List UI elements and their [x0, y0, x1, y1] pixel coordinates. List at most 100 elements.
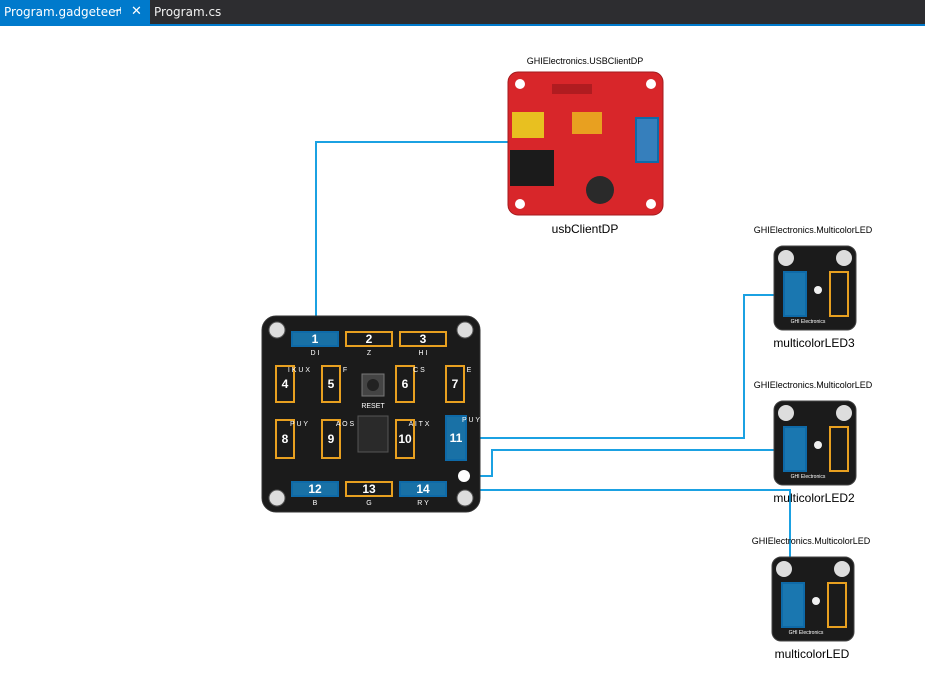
socket-type-code: Z — [367, 350, 372, 357]
mainboard-socket-2[interactable]: 2Z — [345, 331, 393, 357]
pin-icon[interactable]: ⊣ — [113, 6, 122, 17]
socket-number: 9 — [328, 432, 335, 446]
socket-outline — [345, 481, 393, 497]
socket-number: 10 — [398, 432, 412, 446]
socket-type-code: F — [343, 367, 347, 374]
socket-outline — [275, 419, 295, 459]
led-modules: GHIElectronics.MulticolorLED GHI Electron… — [752, 225, 873, 661]
socket-outline — [345, 331, 393, 347]
mount-hole — [776, 561, 792, 577]
processor-chip — [357, 415, 389, 453]
led-secondary-connector — [829, 271, 849, 317]
multicolor-led-module[interactable]: GHIElectronics.MulticolorLED GHI Electron… — [754, 380, 873, 505]
led-socket-connector[interactable] — [783, 271, 807, 317]
module-type-label: GHIElectronics.MulticolorLED — [752, 536, 871, 546]
module-type-label: GHIElectronics.USBClientDP — [527, 56, 644, 66]
usb-socket-connector[interactable] — [635, 117, 659, 163]
socket-outline — [275, 365, 295, 403]
mount-hole — [456, 321, 474, 339]
module-name-label: multicolorLED3 — [773, 336, 855, 350]
socket-outline — [399, 481, 447, 497]
mount-hole — [268, 321, 286, 339]
mainboard-socket-6[interactable]: 6 C S — [395, 365, 425, 403]
socket-type-code: A I T X — [409, 421, 430, 428]
silk-strip — [552, 84, 592, 94]
mount-hole — [836, 405, 852, 421]
mount-hole — [646, 79, 656, 89]
tab-label: Program.cs — [154, 5, 222, 19]
mainboard-socket-14[interactable]: 14 R Y — [399, 481, 447, 507]
mainboard-socket-3[interactable]: 3 H I — [399, 331, 447, 357]
mainboard-socket-9[interactable]: 9A O S — [321, 419, 355, 459]
socket-type-code: B — [313, 500, 318, 507]
mainboard-socket-1[interactable]: 1D I — [291, 331, 339, 357]
socket-number: 12 — [308, 482, 322, 496]
socket-number: 2 — [366, 332, 373, 346]
socket-type-code: I K U X — [288, 367, 311, 374]
tab-program-cs[interactable]: Program.cs — [150, 0, 230, 24]
mainboard-socket-10[interactable]: 10 A I T X — [395, 419, 430, 459]
socket-number: 5 — [328, 377, 335, 391]
mount-hole — [778, 250, 794, 266]
socket-type-code: P U Y — [290, 421, 308, 428]
designer-canvas[interactable]: GHIElectronics.USBClientDP usbClientDP R… — [0, 26, 925, 684]
mainboard-socket-11[interactable]: 11 P U Y — [445, 415, 480, 461]
socket-outline — [399, 331, 447, 347]
socket-type-code: A O S — [336, 421, 355, 428]
mainboard-socket-4[interactable]: 4 I K U X — [275, 365, 311, 403]
document-tab-bar: Program.gadgeteer ⊣ ✕ Program.cs — [0, 0, 925, 26]
mainboard-socket-12[interactable]: 12B — [291, 481, 339, 507]
mainboard-socket-8[interactable]: 8P U Y — [275, 419, 308, 459]
mainboard-socket-7[interactable]: 7E — [445, 365, 472, 403]
led-socket-connector[interactable] — [781, 582, 805, 628]
socket-type-code: R Y — [417, 500, 429, 507]
socket-outline — [445, 415, 467, 461]
socket-type-code: C S — [413, 367, 425, 374]
tab-program-gadgeteer[interactable]: Program.gadgeteer ⊣ ✕ — [0, 0, 150, 24]
socket-number: 7 — [452, 377, 459, 391]
socket-number: 11 — [450, 431, 463, 445]
tab-accent-line — [0, 24, 925, 26]
socket-outline — [291, 331, 339, 347]
module-name-label: multicolorLED — [775, 647, 850, 661]
mainboard-socket-13[interactable]: 13G — [345, 481, 393, 507]
module-name-label: multicolorLED2 — [773, 491, 855, 505]
mainboard-socket-5[interactable]: 5F — [321, 365, 347, 403]
socket-type-code: G — [366, 500, 371, 507]
mount-hole — [515, 199, 525, 209]
socket-number: 14 — [416, 482, 430, 496]
module-type-label: GHIElectronics.MulticolorLED — [754, 380, 873, 390]
socket-outline — [395, 419, 415, 459]
power-jack-icon — [510, 150, 554, 186]
rgb-led-icon — [814, 441, 822, 449]
mount-hole — [778, 405, 794, 421]
module-name-label: usbClientDP — [552, 222, 619, 236]
capacitor-icon — [572, 112, 602, 134]
socket-outline — [321, 365, 341, 403]
led-silk-label: GHI Electronics — [791, 319, 826, 325]
socket-number: 3 — [420, 332, 427, 346]
socket-number: 6 — [402, 377, 409, 391]
socket-type-code: P U Y — [462, 417, 480, 424]
socket-outline — [321, 419, 341, 459]
led-secondary-connector — [829, 426, 849, 472]
socket-type-code: D I — [311, 350, 320, 357]
reset-label: RESET — [361, 403, 385, 410]
rgb-led-icon — [814, 286, 822, 294]
close-icon[interactable]: ✕ — [131, 4, 142, 19]
led-secondary-connector — [827, 582, 847, 628]
usb-client-dp-module[interactable]: GHIElectronics.USBClientDP usbClientDP — [507, 56, 664, 236]
inductor-icon — [586, 176, 614, 204]
socket-outline — [395, 365, 415, 403]
led-socket-connector[interactable] — [783, 426, 807, 472]
wire-usb-socket1 — [315, 141, 548, 334]
led-silk-label: GHI Electronics — [791, 474, 826, 480]
socket-type-code: H I — [419, 350, 428, 357]
wire-led3-socket11 — [468, 294, 788, 439]
socket-number: 4 — [282, 377, 289, 391]
mount-hole — [268, 489, 286, 507]
